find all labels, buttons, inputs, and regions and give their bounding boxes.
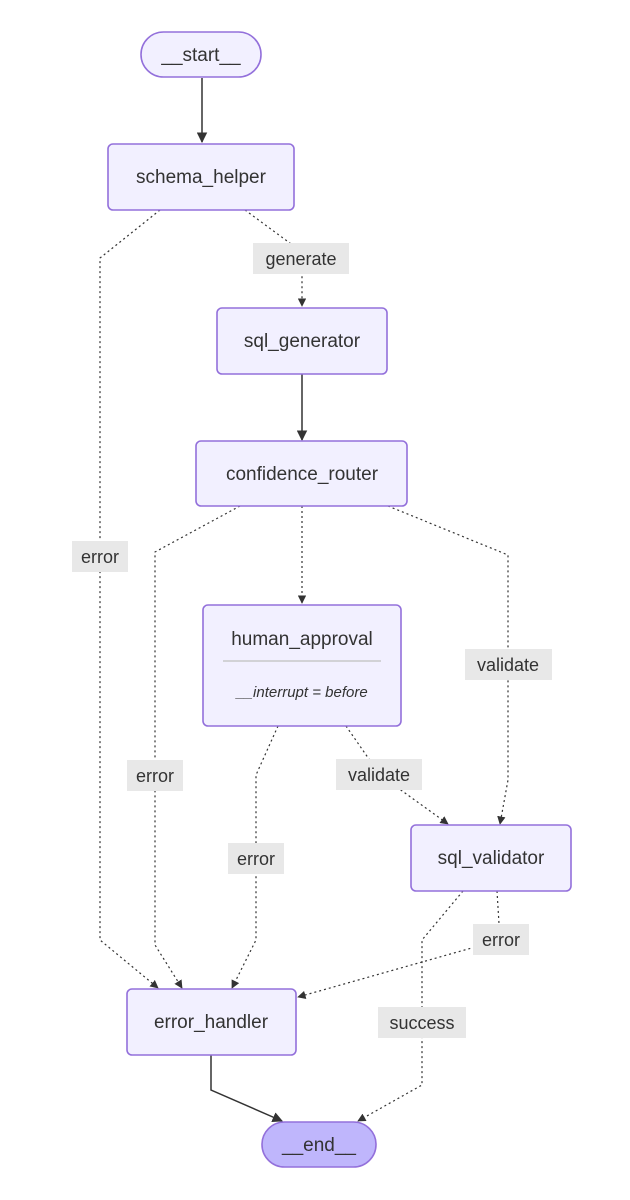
node-sql-validator[interactable]: sql_validator (410, 824, 572, 892)
node-schema-helper-label: schema_helper (136, 167, 267, 188)
node-error-handler[interactable]: error_handler (126, 988, 297, 1056)
edge-human-approval-to-sql-validator (345, 725, 449, 825)
node-sql-validator-label: sql_validator (438, 848, 545, 869)
node-human-approval-label: human_approval (231, 629, 373, 650)
edge-label-router-error: error (127, 760, 183, 791)
node-human-approval-interrupt: __interrupt = before (234, 684, 367, 701)
edge-label-validator-error: error (473, 924, 529, 955)
edge-label-validator-success-text: success (389, 1013, 454, 1033)
node-confidence-router[interactable]: confidence_router (195, 440, 408, 507)
edge-label-generate: generate (253, 243, 349, 274)
edge-label-router-validate: validate (465, 649, 552, 680)
edge-label-validator-success: success (378, 1007, 466, 1038)
edge-label-approval-error: error (228, 843, 284, 874)
edge-sql-validator-to-error-handler (297, 890, 501, 999)
edge-confidence-router-to-sql-validator (387, 505, 509, 825)
node-human-approval[interactable]: human_approval __interrupt = before (202, 604, 402, 727)
edge-label-schema-error-text: error (81, 547, 119, 567)
node-error-handler-label: error_handler (154, 1012, 269, 1033)
edges (99, 78, 509, 1123)
node-schema-helper[interactable]: schema_helper (107, 143, 295, 211)
edge-schema-helper-to-error-handler (99, 209, 161, 989)
edge-label-router-error-text: error (136, 766, 174, 786)
edge-label-approval-validate-text: validate (348, 765, 410, 785)
edge-sql-validator-to-end (357, 890, 464, 1122)
edge-error-handler-to-end (210, 1055, 283, 1123)
node-end[interactable]: __end__ (261, 1121, 377, 1168)
edge-label-validator-error-text: error (482, 930, 520, 950)
node-start[interactable]: __start__ (140, 31, 262, 78)
edge-confidence-router-to-error-handler (154, 505, 241, 989)
node-sql-generator[interactable]: sql_generator (216, 307, 388, 375)
edge-label-approval-validate: validate (336, 759, 422, 790)
edge-labels: generate error validate error validate e… (72, 243, 552, 1038)
node-start-label: __start__ (160, 45, 241, 66)
node-end-label: __end__ (281, 1135, 356, 1156)
node-confidence-router-label: confidence_router (226, 464, 379, 485)
edge-label-approval-error-text: error (237, 849, 275, 869)
edge-label-schema-error: error (72, 541, 128, 572)
nodes: __start__ schema_helper sql_generator co… (107, 31, 572, 1168)
node-sql-generator-label: sql_generator (244, 331, 361, 352)
edge-label-router-validate-text: validate (477, 655, 539, 675)
edge-label-generate-text: generate (265, 249, 336, 269)
